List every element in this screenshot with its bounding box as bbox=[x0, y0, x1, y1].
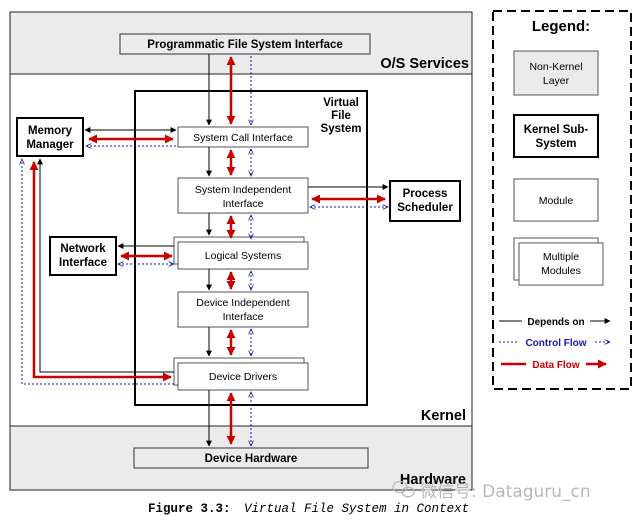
legend-control-label: Control Flow bbox=[525, 338, 586, 349]
system-independent-interface-box bbox=[177, 177, 309, 214]
vfs-label-line3: System bbox=[321, 123, 362, 135]
watermark: 微信号: Dataguru_cn bbox=[392, 480, 591, 502]
legend-depends-label: Depends on bbox=[527, 317, 584, 328]
legend-multiple-label-line1: Multiple bbox=[543, 251, 579, 263]
memory-manager-box bbox=[16, 117, 84, 157]
device-hardware-label: Device Hardware bbox=[205, 453, 298, 465]
legend-depends-label-bg bbox=[522, 314, 590, 328]
programmatic-fs-interface-box bbox=[119, 33, 371, 55]
logical-systems-stack: Logical Systems bbox=[173, 236, 309, 270]
network-interface-label-line2: Interface bbox=[59, 257, 107, 269]
device-hardware-box bbox=[133, 447, 369, 469]
device-independent-interface-box bbox=[177, 291, 309, 328]
network-interface-label-line1: Network bbox=[60, 243, 106, 255]
wechat-icon bbox=[392, 480, 415, 498]
hardware-label: Hardware bbox=[400, 472, 466, 488]
os-services-label: O/S Services bbox=[380, 56, 469, 72]
legend-kernel-sub-swatch bbox=[513, 114, 599, 158]
device-drivers-stack: Device Drivers bbox=[173, 357, 309, 391]
legend-module-label: Module bbox=[539, 195, 574, 207]
programmatic-fs-interface-label: Programmatic File System Interface bbox=[147, 39, 343, 51]
system-call-interface-box bbox=[177, 126, 309, 148]
vfs-label-line2: File bbox=[331, 110, 351, 122]
legend-data-label-bg bbox=[526, 357, 586, 371]
legend-non-kernel-label-line1: Non-Kernel bbox=[529, 61, 582, 73]
logical-systems-label: Logical Systems bbox=[205, 250, 281, 262]
process-scheduler-label-line2: Scheduler bbox=[397, 202, 453, 214]
device-drivers-box bbox=[177, 362, 309, 391]
system-independent-interface-label-line2: Interface bbox=[223, 198, 264, 210]
legend-data-label: Data Flow bbox=[532, 360, 579, 371]
figure-caption: Figure 3.3: Virtual File System in Conte… bbox=[148, 502, 469, 516]
legend-title: Legend: bbox=[532, 18, 590, 35]
legend-non-kernel-swatch bbox=[513, 50, 599, 96]
legend-control-label-bg bbox=[519, 335, 593, 349]
logical-systems-box bbox=[177, 241, 309, 270]
legend-non-kernel-label-line2: Layer bbox=[543, 75, 570, 87]
layers-frame bbox=[9, 11, 473, 491]
legend-kernel-sub-label-line2: System bbox=[536, 138, 577, 150]
vfs-label-line1: Virtual bbox=[323, 97, 359, 109]
legend-module-swatch bbox=[513, 178, 599, 222]
legend-panel: Legend: Non-Kernel Layer Kernel Sub- Sys… bbox=[492, 10, 632, 390]
legend-multiple-swatch bbox=[518, 242, 604, 286]
legend-multiple-label-line2: Modules bbox=[541, 265, 581, 277]
watermark-text: 微信号: Dataguru_cn bbox=[420, 482, 591, 502]
legend-kernel-sub-label-line1: Kernel Sub- bbox=[524, 124, 589, 136]
memory-manager-label-line2: Manager bbox=[26, 139, 74, 151]
figure-caption-title: Virtual File System in Context bbox=[244, 502, 469, 516]
process-scheduler-box bbox=[389, 180, 461, 222]
system-call-interface-label: System Call Interface bbox=[193, 132, 293, 144]
device-drivers-label: Device Drivers bbox=[209, 371, 277, 383]
control-flow-arrow bbox=[22, 159, 174, 385]
process-scheduler-label-line1: Process bbox=[403, 188, 448, 200]
memory-manager-label-line1: Memory bbox=[28, 125, 73, 137]
device-independent-interface-label-line1: Device Independent bbox=[196, 297, 289, 309]
device-independent-interface-label-line2: Interface bbox=[223, 311, 264, 323]
figure-caption-label: Figure 3.3: bbox=[148, 502, 231, 516]
kernel-label: Kernel bbox=[421, 408, 466, 424]
data-flow-arrow bbox=[29, 161, 172, 382]
system-independent-interface-label-line1: System Independent bbox=[195, 184, 291, 196]
